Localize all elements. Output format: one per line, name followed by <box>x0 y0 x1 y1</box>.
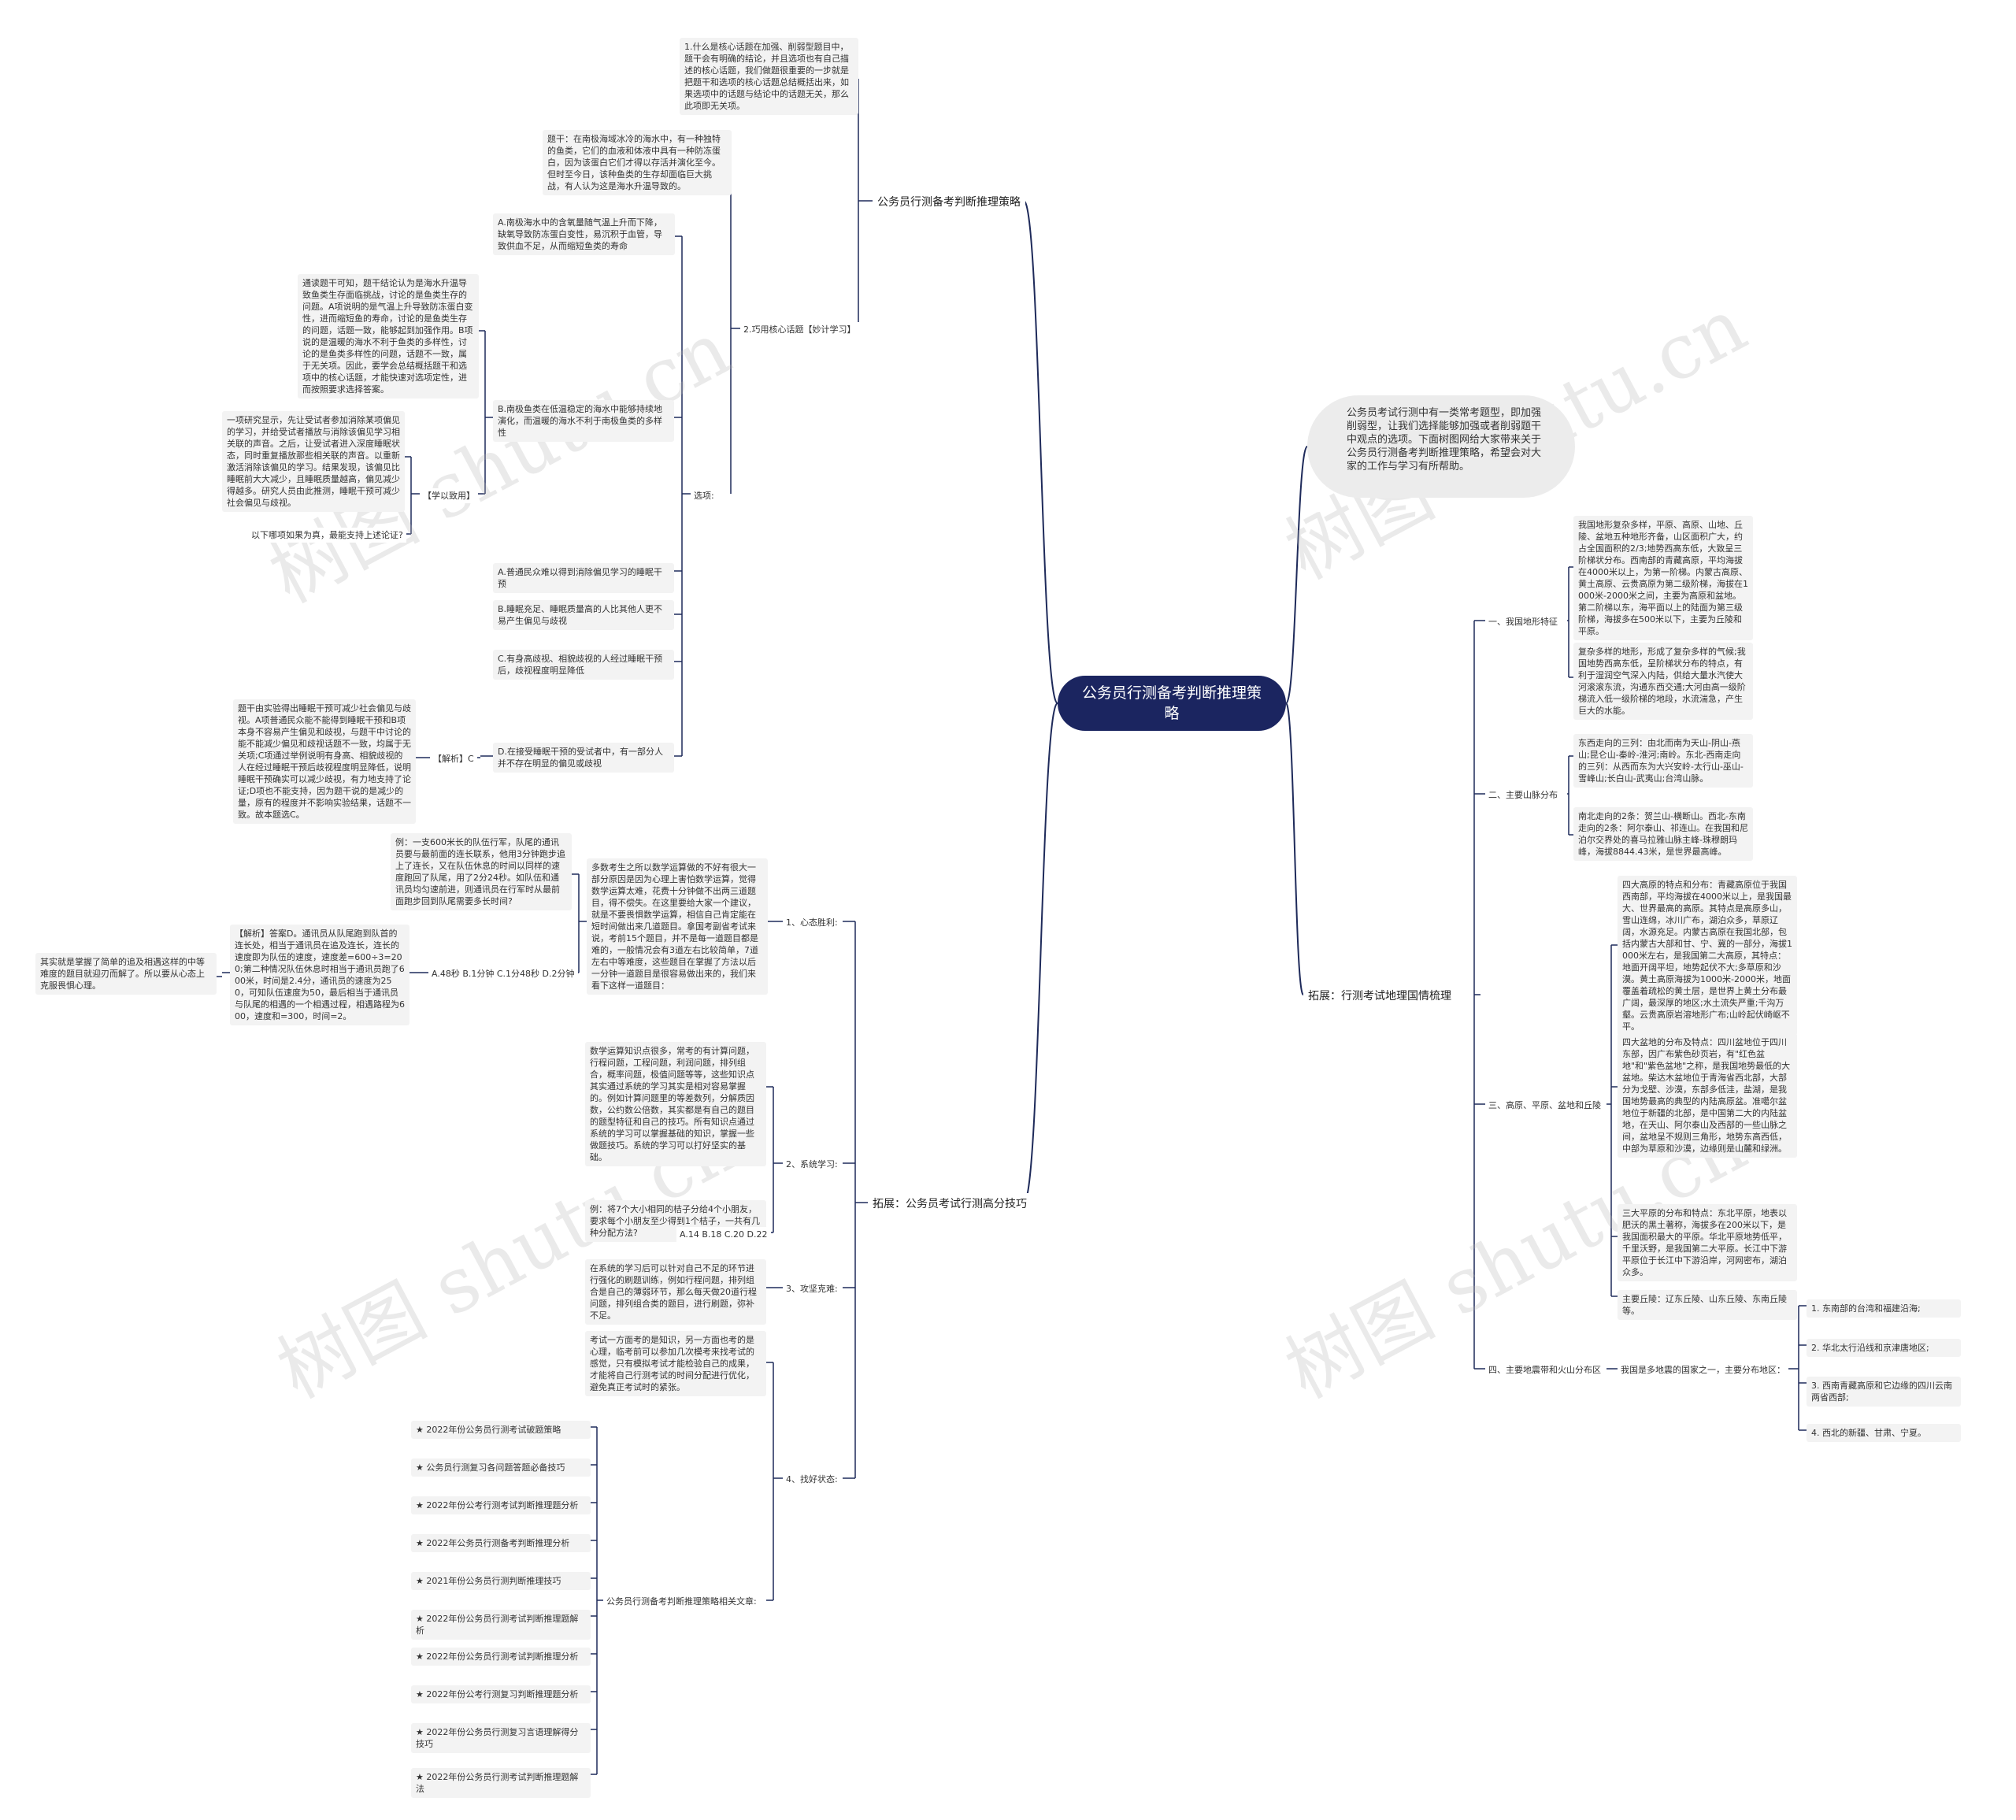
node-core-topic[interactable]: 1.什么是核心话题在加强、削弱型题目中，题干会有明确的结论，并且选项也有自己描述… <box>680 38 858 115</box>
related-article-item[interactable]: ★ 2022年份公考行测考试判断推理题分析 <box>411 1496 591 1514</box>
related-article-item[interactable]: ★ 2022年份公务员行测考试判断推理分析 <box>411 1648 591 1666</box>
node-option-b[interactable]: B.南极鱼类在低温稳定的海水中能够持续地演化，而温暖的海水不利于南极鱼类的多样性 <box>493 400 674 442</box>
earthquake-area-item[interactable]: 1. 东南部的台湾和福建沿海; <box>1807 1299 1961 1318</box>
connector <box>1285 446 1308 704</box>
related-article-item[interactable]: ★ 2021年份公务员行测判断推理技巧 <box>411 1572 591 1590</box>
node-example-2[interactable]: 例：将7个大小相同的桔子分给4个小朋友，要求每个小朋友至少得到1个桔子，一共有几… <box>585 1200 766 1242</box>
node-landforms-b[interactable]: 四大盆地的分布及特点：四川盆地位于四川东部，因广布紫色砂页岩，有"红色盆地"和"… <box>1618 1033 1797 1158</box>
connector <box>1285 702 1304 995</box>
node-earthquake[interactable]: 四、主要地震带和火山分布区 <box>1485 1362 1604 1377</box>
node-tackle-text[interactable]: 在系统的学习后可以针对自己不足的环节进行强化的刷题训练，例如行程问题，排列组合是… <box>585 1259 766 1325</box>
connector <box>1023 702 1058 1203</box>
node-landforms[interactable]: 三、高原、平原、盆地和丘陵 <box>1485 1098 1604 1113</box>
node-landforms-c[interactable]: 三大平原的分布和特点：东北平原，地表以肥沃的黑土著称，海拔多在200米以下，是我… <box>1618 1204 1797 1281</box>
connector <box>1023 200 1058 704</box>
node-option-a[interactable]: A.南极海水中的含氧量随气温上升而下降，缺氧导致防冻蛋白变性，易沉积于血管，导致… <box>493 213 675 255</box>
node-study[interactable]: 一项研究显示，先让受试者参加消除某项偏见的学习，并给受试者播放与消除该偏见学习相… <box>222 411 405 512</box>
node-state-text[interactable]: 考试一方面考的是知识，另一方面也考的是心理，临考前可以参加几次模考来找考试的感觉… <box>585 1331 766 1396</box>
related-article-item[interactable]: ★ 2022年份公考行测复习判断推理题分析 <box>411 1685 591 1703</box>
node-jiexi[interactable]: 题干由实验得出睡眠干预可减少社会偏见与歧视。A项普通民众能不能得到睡眠干预和B项… <box>233 699 416 824</box>
related-article-item[interactable]: ★ 2022年份公务员行测考试判断推理题解析 <box>411 1610 591 1640</box>
node-q-c[interactable]: C.有身高歧视、相貌歧视的人经过睡眠干预后，歧视程度明显降低 <box>493 650 674 680</box>
earthquake-area-item[interactable]: 2. 华北太行沿线和京津唐地区; <box>1807 1339 1961 1357</box>
node-mountains[interactable]: 二、主要山脉分布 <box>1485 788 1561 803</box>
node-mountains-b[interactable]: 南北走向的2条：贺兰山-横断山。西北-东南走向的2条：阿尔泰山、祁连山。在我国和… <box>1573 807 1753 861</box>
intro-node[interactable]: 公务员考试行测中有一类常考题型，即加强削弱型，让我们选择能够加强或者削弱题干中观… <box>1307 395 1575 498</box>
node-use-core-topic[interactable]: 2.巧用核心话题【妙计学习】 <box>740 322 859 337</box>
node-q-a[interactable]: A.普通民众难以得到消除偏见学习的睡眠干预 <box>493 563 674 593</box>
earthquake-area-item[interactable]: 3. 西南青藏高原和它边缘的四川云南两省西部; <box>1807 1377 1961 1407</box>
related-article-item[interactable]: ★ 2022年份公务员行测考试判断推理题解法 <box>411 1768 591 1798</box>
node-terrain-a[interactable]: 我国地形复杂多样，平原、高原、山地、丘陵、盆地五种地形齐备，山区面积广大，约占全… <box>1573 516 1753 640</box>
node-example-1-jiexi[interactable]: 【解析】答案D。通讯员从队尾跑到队首的连长处，相当于通讯员在追及连长，连长的速度… <box>230 925 410 1025</box>
node-mindset-text[interactable]: 多数考生之所以数学运算做的不好有很大一部分原因是因为心理上害怕数学运算，觉得数学… <box>587 858 768 995</box>
node-options-label[interactable]: 选项: <box>691 488 717 503</box>
node-example-1-options[interactable]: A.48秒 B.1分钟 C.1分48秒 D.2分钟 <box>428 966 578 981</box>
node-state[interactable]: 4、找好状态: <box>783 1472 841 1487</box>
node-system-study[interactable]: 2、系统学习: <box>783 1157 841 1172</box>
node-example-1[interactable]: 例：一支600米长的队伍行军，队尾的通讯员要与最前面的连长联系，他用3分钟跑步追… <box>391 833 572 910</box>
node-analysis[interactable]: 通读题干可知，题干结论认为是海水升温导致鱼类生存面临挑战，讨论的是鱼类生存的问题… <box>298 274 479 398</box>
related-article-item[interactable]: ★ 2022年份公务员行测考试破题策略 <box>411 1421 591 1439</box>
node-example-2-options[interactable]: A.14 B.18 C.20 D.22 <box>676 1227 771 1242</box>
node-terrain[interactable]: 一、我国地形特征 <box>1485 614 1561 629</box>
node-q-b[interactable]: B.睡眠充足、睡眠质量高的人比其他人更不易产生偏见与歧视 <box>493 600 674 630</box>
node-mindset[interactable]: 1、心态胜利: <box>783 915 841 930</box>
node-example-1-note[interactable]: 其实就是掌握了简单的追及相遇这样的中等难度的题目就迎刃而解了。所以要从心态上克服… <box>35 953 217 995</box>
node-stem[interactable]: 题干：在南极海域冰冷的海水中，有一种独特的鱼类，它们的血液和体液中具有一种防冻蛋… <box>543 130 732 195</box>
node-jiexi-label[interactable]: 【解析】C <box>430 751 477 766</box>
node-related-label[interactable]: 公务员行测备考判断推理策略相关文章: <box>603 1594 760 1609</box>
node-q-d[interactable]: D.在接受睡眠干预的受试者中，有一部分人并不存在明显的偏见或歧视 <box>493 743 674 773</box>
related-article-item[interactable]: ★ 公务员行测复习各问题答题必备技巧 <box>411 1459 591 1477</box>
node-tackle[interactable]: 3、攻坚克难: <box>783 1281 841 1296</box>
node-landforms-a[interactable]: 四大高原的特点和分布：青藏高原位于我国西南部，平均海拔在4000米以上，是我国最… <box>1618 876 1797 1036</box>
related-article-item[interactable]: ★ 2022年份公务员行测复习言语理解得分技巧 <box>411 1723 591 1753</box>
branch-geography[interactable]: 拓展：行测考试地理国情梳理 <box>1303 985 1456 1007</box>
node-mountains-a[interactable]: 东西走向的三列：由北而南为天山-阴山-燕山;昆仑山-秦岭-淮河;南岭。东北-西南… <box>1573 734 1753 788</box>
central-topic[interactable]: 公务员行测备考判断推理策略 <box>1058 676 1286 731</box>
node-terrain-b[interactable]: 复杂多样的地形，形成了复杂多样的气候;我国地势西高东低，呈阶梯状分布的特点，有利… <box>1573 643 1753 720</box>
node-system-study-text[interactable]: 数学运算知识点很多，常考的有计算问题，行程问题，工程问题，利润问题，排列组合，概… <box>585 1042 766 1166</box>
branch-strategy[interactable]: 公务员行测备考判断推理策略 <box>873 191 1025 213</box>
node-study-label[interactable]: 【学以致用】 <box>420 488 478 503</box>
node-landforms-d[interactable]: 主要丘陵：辽东丘陵、山东丘陵、东南丘陵等。 <box>1618 1290 1797 1320</box>
node-question[interactable]: 以下哪项如果为真，最能支持上述论证? <box>248 528 406 543</box>
earthquake-area-item[interactable]: 4. 西北的新疆、甘肃、宁夏。 <box>1807 1424 1961 1442</box>
branch-score-tips[interactable]: 拓展：公务员考试行测高分技巧 <box>868 1193 1032 1215</box>
node-earthquake-intro[interactable]: 我国是多地震的国家之一，主要分布地区： <box>1618 1362 1788 1377</box>
related-article-item[interactable]: ★ 2022年公务员行测备考判断推理分析 <box>411 1534 591 1552</box>
